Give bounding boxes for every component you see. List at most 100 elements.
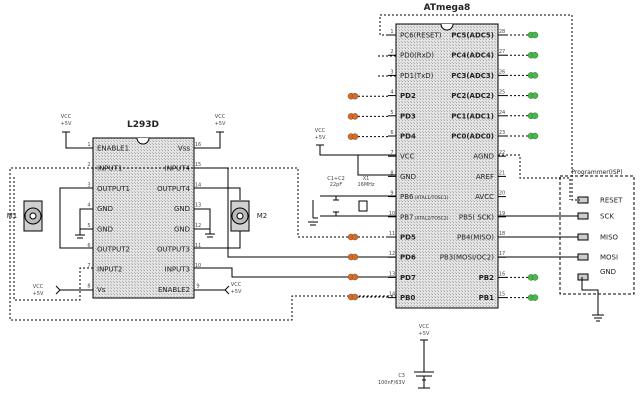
l293d-pin-number: 7 (87, 263, 90, 269)
atmega-pin-number: 21 (499, 170, 505, 176)
atmega-pin-pd6: PD6 (400, 254, 416, 262)
atmega-pin-pc2adc2: PC2(ADC2) (451, 92, 494, 100)
atmega-pin-pb5sck: PB5( SCK) (459, 213, 494, 221)
l293d-pin-number: 3 (87, 182, 90, 188)
caps-label-1: C1+C2 (327, 176, 345, 182)
atmega-pin-number: 4 (390, 90, 393, 96)
atmega-pin-pc3adc3: PC3(ADC3) (451, 72, 494, 80)
svg-text:+5V: +5V (315, 135, 326, 141)
svg-text:VCC: VCC (33, 284, 44, 290)
m1-label: M1 (7, 212, 18, 220)
atmega-pin-sub: (XTAL1/TOSC1) (414, 195, 448, 201)
l293d-pin-number: 10 (195, 263, 201, 269)
atmega-pin-pb3mosioc2: PB3(MOSI/OC2) (440, 254, 494, 262)
atmega-pin-pd4: PD4 (400, 133, 416, 141)
atmega-pin-number: 15 (499, 292, 505, 298)
led-orange (347, 253, 388, 261)
atmega-pin-number: 12 (389, 251, 395, 257)
atmega-pin-pc0adc0: PC0(ADC0) (451, 133, 494, 141)
atmega-pin-number: 22 (499, 150, 505, 156)
xtal-label-1: X1 (363, 176, 370, 182)
l293d-pin-output1: OUTPUT1 (97, 185, 130, 193)
atmega-pin-pd7: PD7 (400, 274, 416, 282)
isp-pin-sck: SCK (600, 213, 614, 221)
atmega-pin-number: 9 (390, 191, 393, 197)
l293d-pin-number: 14 (195, 182, 201, 188)
led-green (506, 72, 539, 79)
l293d-pin-vss: Vss (178, 145, 190, 153)
xtal-label-2: 16MHz (357, 182, 374, 188)
atmega-pin-number: 20 (499, 191, 505, 197)
led-orange (347, 273, 388, 281)
atmega-pin-pc6reset: PC6(RESET) (400, 32, 442, 40)
atmega8-left-pins: PC6(RESET)1PD0(RxD)2PD1(TxD)3PD24PD35PD4… (388, 29, 449, 302)
led-green (506, 112, 539, 120)
l293d-pin-gnd: GND (97, 205, 113, 213)
led-green (506, 92, 539, 99)
l293d-pin-output3: OUTPUT3 (157, 246, 190, 254)
atmega-pin-gnd: GND (400, 173, 416, 181)
isp-pin-mosi: MOSI (600, 254, 618, 262)
atmega-pin-pd0rxd: PD0(RxD) (400, 52, 434, 60)
isp-pin-connector (577, 253, 589, 261)
l293d-pin-gnd: GND (174, 205, 190, 213)
led-orange (347, 233, 388, 241)
atmega-pin-number: 26 (499, 69, 505, 75)
l293d-pin-number: 1 (87, 142, 90, 148)
isp-pin-reset: RESET (600, 197, 623, 205)
atmega8-right-pins: PC5(ADC5)28PC4(ADC4)27PC3(ADC3)26PC2(ADC… (440, 29, 506, 302)
svg-text:VCC: VCC (231, 282, 242, 288)
atmega-pin-number: 6 (390, 130, 393, 136)
atmega-pin-agnd: AGND (473, 153, 494, 161)
l293d-pin-number: 8 (87, 283, 90, 289)
atmega8-title: ATmega8 (424, 3, 471, 13)
atmega-pin-pb7: PB7(XTAL2/TOSC2) (400, 213, 449, 221)
l293d-pin-number: 5 (87, 223, 90, 229)
isp-pin-connector (577, 233, 589, 241)
atmega-pin-number: 24 (499, 110, 505, 116)
atmega-pin-number: 19 (499, 211, 505, 217)
atmega-pin-pb4miso: PB4(MISO) (457, 234, 494, 242)
led-orange (347, 293, 388, 301)
isp-pin-connector (577, 196, 589, 204)
motor-m1: M1 (7, 200, 43, 232)
atmega-pin-vcc: VCC (400, 153, 415, 161)
l293d-pin-number: 15 (195, 162, 201, 168)
atmega8-chip: ATmega8 PC6(RESET)1PD0(RxD)2PD1(TxD)3PD2… (388, 3, 506, 309)
isp-pin-connector (577, 212, 589, 220)
atmega-pin-number: 18 (499, 231, 505, 237)
atmega-pin-number: 23 (499, 130, 505, 136)
atmega-pin-number: 2 (390, 49, 393, 55)
atmega-pin-number: 27 (499, 49, 505, 55)
atmega-pin-number: 13 (389, 271, 395, 277)
l293d-pin-enable1: ENABLE1 (97, 145, 129, 153)
l293d-pin-number: 6 (87, 243, 90, 249)
atmega-pin-number: 10 (389, 211, 395, 217)
atmega-pin-sub: (XTAL2/TOSC2) (414, 215, 448, 221)
atmega-pin-pc4adc4: PC4(ADC4) (451, 52, 494, 60)
c3-label: C3 (398, 373, 405, 379)
l293d-pin-input2: INPUT2 (97, 266, 122, 274)
led-orange (347, 92, 388, 100)
svg-text:VCC: VCC (419, 324, 430, 330)
svg-text:+5V: +5V (61, 121, 72, 127)
l293d-pin-input1: INPUT1 (97, 165, 122, 173)
led-green (506, 132, 539, 140)
l293d-left-pins: ENABLE11INPUT12OUTPUT13GND4GND5OUTPUT26I… (87, 142, 130, 294)
caps-label-2: 22pF (330, 182, 343, 188)
svg-text:VCC: VCC (315, 128, 326, 134)
l293d-pin-gnd: GND (174, 225, 190, 233)
led-green (506, 294, 539, 301)
svg-text:VCC: VCC (61, 114, 72, 120)
l293d-pin-number: 16 (195, 142, 201, 148)
atmega-pin-pc1adc1: PC1(ADC1) (451, 112, 494, 120)
l293d-pin-number: 4 (87, 203, 90, 209)
led-green (506, 274, 539, 281)
l293d-pin-output4: OUTPUT4 (157, 185, 191, 193)
svg-text:+5V: +5V (33, 291, 44, 297)
isp-pin-miso: MISO (600, 234, 619, 242)
